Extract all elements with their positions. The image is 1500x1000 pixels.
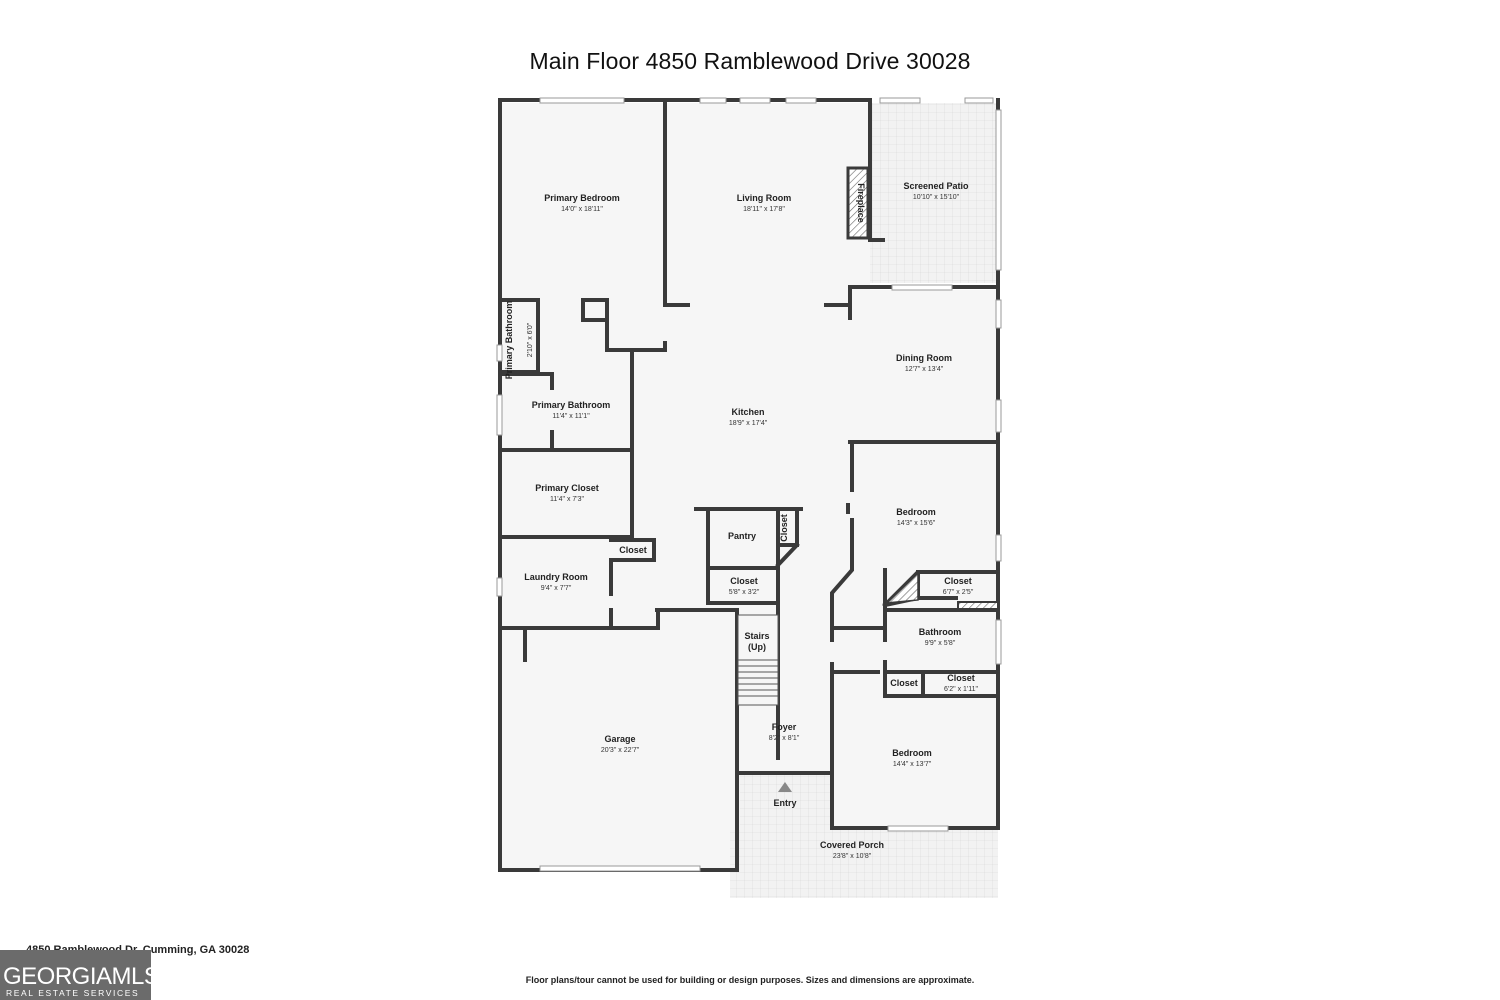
room-dimensions: 23'8" x 10'8"	[833, 853, 872, 860]
room-name: Garage	[604, 734, 635, 744]
room-name: Dining Room	[896, 353, 952, 363]
room-dimensions: 11'4" x 11'1"	[552, 413, 590, 420]
screened-patio-floor	[870, 103, 1000, 283]
closet-shelf-hatch	[884, 571, 919, 604]
room-label: Screened Patio 10'10" x 15'10"	[903, 181, 969, 201]
room-labels: Primary Bedroom 14'0" x 18'11" Living Roo…	[524, 181, 978, 860]
fireplace-label: Fireplace	[856, 183, 866, 223]
room-label: Living Room 18'11" x 17'8"	[737, 193, 792, 213]
logo-sub-text: REAL ESTATE SERVICES	[6, 988, 140, 998]
entry-label: Entry	[773, 798, 796, 808]
room-label: Garage 20'3" x 22'7"	[601, 734, 640, 754]
stairs	[737, 614, 779, 706]
closet-bath-left-label: Closet	[890, 678, 918, 688]
room-label: Covered Porch 23'8" x 10'8"	[820, 840, 884, 860]
room-dimensions: 10'10" x 15'10"	[913, 194, 960, 201]
room-dimensions: 9'4" x 7'7"	[541, 585, 572, 592]
walls	[498, 98, 1000, 872]
room-name: Bedroom	[892, 748, 932, 758]
room-name: Laundry Room	[524, 572, 588, 582]
room-dimensions: 6'7" x 2'5"	[943, 589, 974, 596]
room-dimensions: 8'2" x 8'1"	[769, 735, 800, 742]
room-dimensions: 18'9" x 17'4"	[729, 420, 768, 427]
room-name: Primary Bedroom	[544, 193, 620, 203]
room-dimensions: 12'7" x 13'4"	[905, 366, 944, 373]
room-name: Foyer	[772, 722, 797, 732]
room-dimensions: 14'3" x 15'6"	[897, 520, 936, 527]
room-label-primary-bathroom-small: Primary Bathroom 2'10" x 6'0"	[504, 301, 534, 380]
room-label: Closet 6'7" x 2'5"	[943, 576, 974, 596]
room-name: Closet	[947, 673, 975, 683]
room-name: Living Room	[737, 193, 792, 203]
room-name: Covered Porch	[820, 840, 884, 850]
room-label: Laundry Room 9'4" x 7'7"	[524, 572, 588, 592]
room-name: Closet	[730, 576, 758, 586]
room-dim: 2'10" x 6'0"	[527, 322, 534, 357]
room-name: Pantry	[728, 531, 756, 541]
room-dimensions: 5'8" x 3'2"	[729, 589, 760, 596]
room-dimensions: 18'11" x 17'8"	[743, 206, 785, 213]
floor-areas	[502, 103, 1000, 898]
room-name: Primary Bathroom	[532, 400, 611, 410]
georgia-mls-logo: GEORGIAMLS REAL ESTATE SERVICES	[0, 950, 151, 1000]
windows	[496, 97, 1002, 872]
room-dimensions: 20'3" x 22'7"	[601, 747, 640, 754]
room-name: Closet	[944, 576, 972, 586]
room-name: Kitchen	[731, 407, 764, 417]
room-dimensions: 11'4" x 7'3"	[550, 496, 584, 503]
room-dimensions: 14'4" x 13'7"	[893, 761, 932, 768]
room-label: Kitchen 18'9" x 17'4"	[729, 407, 768, 427]
room-label: Bedroom 14'3" x 15'6"	[896, 507, 936, 527]
room-name: Primary Bathroom	[504, 301, 514, 380]
covered-porch-floor	[730, 830, 998, 898]
room-label: Pantry	[728, 531, 756, 541]
entry-arrow-icon	[778, 782, 792, 792]
stairs-label: Stairs	[744, 631, 769, 641]
room-dimensions: 9'9" x 5'8"	[925, 640, 956, 647]
page-title: Main Floor 4850 Ramblewood Drive 30028	[529, 48, 971, 74]
stairs-up-label: (Up)	[748, 642, 766, 652]
room-name: Primary Closet	[535, 483, 599, 493]
room-label: Closet 5'8" x 3'2"	[729, 576, 760, 596]
logo-main-text: GEORGIAMLS	[3, 963, 151, 990]
closet-laundry-label: Closet	[619, 545, 647, 555]
room-name: Bedroom	[896, 507, 936, 517]
room-label: Closet 6'2" x 1'11"	[944, 673, 978, 693]
room-name: Screened Patio	[903, 181, 969, 191]
room-label: Bedroom 14'4" x 13'7"	[892, 748, 932, 768]
disclaimer-text: Floor plans/tour cannot be used for buil…	[525, 975, 975, 985]
room-label: Primary Closet 11'4" x 7'3"	[535, 483, 599, 503]
closet-pantry-label: Closet	[779, 514, 789, 542]
room-dimensions: 14'0" x 18'11"	[561, 206, 603, 213]
room-label: Primary Bathroom 11'4" x 11'1"	[532, 400, 611, 420]
room-label: Dining Room 12'7" x 13'4"	[896, 353, 952, 373]
room-label: Foyer 8'2" x 8'1"	[769, 722, 800, 742]
room-name: Bathroom	[919, 627, 962, 637]
room-dimensions: 6'2" x 1'11"	[944, 686, 978, 693]
room-label: Bathroom 9'9" x 5'8"	[919, 627, 962, 647]
room-label: Primary Bedroom 14'0" x 18'11"	[544, 193, 620, 213]
